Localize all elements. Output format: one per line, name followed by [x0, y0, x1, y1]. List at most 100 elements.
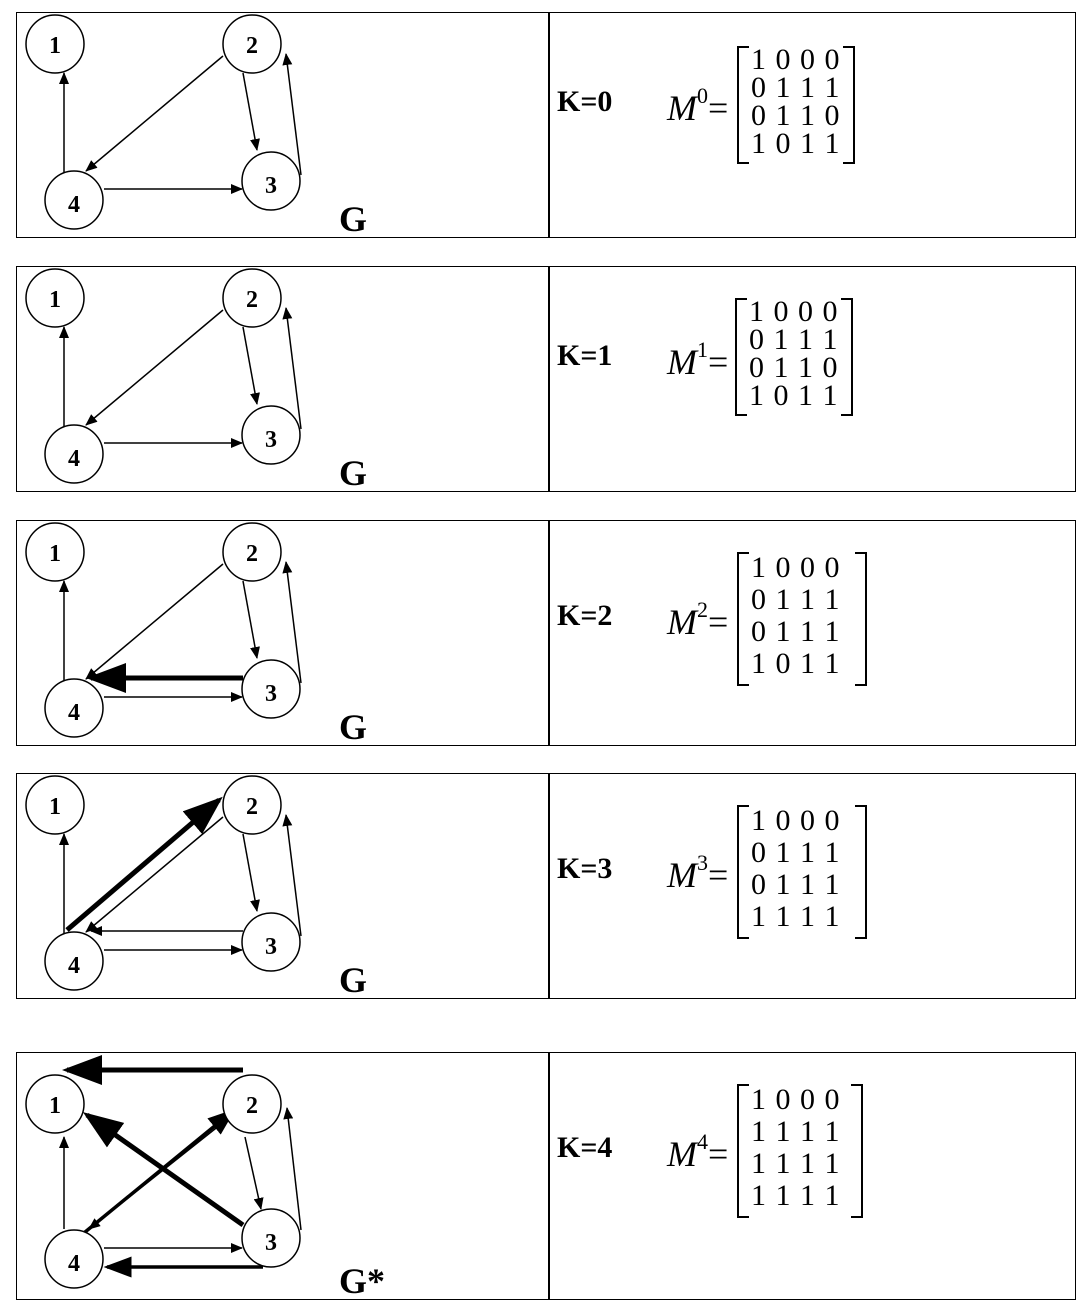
node-4-label: 4 [68, 192, 80, 218]
panel-divider [548, 521, 550, 745]
edge-2-3 [242, 72, 260, 151]
matrix-row: 0 1 1 1 [751, 71, 841, 104]
matrix-row: 1 0 1 1 [751, 647, 841, 680]
matrix-row: 0 1 1 0 [749, 351, 839, 384]
node-1-label: 1 [49, 287, 61, 313]
node-3-label: 3 [265, 173, 277, 199]
node-4 [44, 424, 104, 484]
edge-2-4 [85, 816, 224, 933]
graph-label: G [339, 707, 367, 747]
matrix-row: 1 0 1 1 [749, 379, 839, 412]
matrix-row: 1 0 0 0 [751, 43, 841, 76]
matrix-equals: = [708, 602, 729, 642]
node-4-label: 4 [68, 953, 80, 979]
matrix-symbol: M [667, 88, 697, 128]
highlighted-edge-4-2 [65, 796, 223, 932]
edge-3-2 [282, 561, 302, 684]
matrix-row: 1 1 1 1 [751, 1147, 841, 1180]
edge-2-4 [85, 55, 224, 172]
matrix-exponent: 1 [697, 337, 708, 362]
matrix-name: M4= [667, 1129, 729, 1175]
graph-diagram: 1 2 3 4 G* [25, 1055, 385, 1301]
node-3 [241, 151, 301, 211]
node-1 [25, 522, 85, 582]
adjacency-matrix: 1 0 0 0 0 1 1 1 0 1 1 1 1 1 1 1 [737, 805, 867, 939]
node-4 [44, 678, 104, 738]
panel-k2: 1 2 3 4 G K=2 M2= 1 0 0 0 0 1 1 1 0 1 1 … [16, 520, 1076, 747]
k-label: K=0 [557, 85, 613, 118]
graph-diagram: 1 2 3 4 G [25, 775, 367, 1000]
panel-k0: 1 2 3 4 G K=0 M0= 1 0 0 0 0 1 1 1 0 1 1 … [16, 12, 1076, 239]
edge-2-4 [85, 563, 224, 680]
matrix-row: 0 1 1 1 [749, 323, 839, 356]
edge-2-3 [244, 1136, 264, 1210]
adjacency-matrix: 1 0 0 0 0 1 1 1 0 1 1 1 1 0 1 1 [737, 552, 867, 686]
node-4-label: 4 [68, 446, 80, 472]
matrix-equals: = [708, 1134, 729, 1174]
adjacency-matrix: 1 0 0 0 1 1 1 1 1 1 1 1 1 1 1 1 [737, 1084, 863, 1218]
node-4-label: 4 [68, 1251, 80, 1277]
node-4 [44, 1229, 104, 1289]
matrix-equals: = [708, 855, 729, 895]
matrix-equals: = [708, 88, 729, 128]
edge-3-2 [282, 53, 302, 176]
matrix-symbol: M [667, 855, 697, 895]
k-label: K=4 [557, 1131, 613, 1164]
node-3 [241, 1208, 301, 1268]
edge-3-2 [283, 1107, 302, 1231]
graph-diagram: 1 2 3 4 G [25, 14, 367, 239]
node-1 [25, 1074, 85, 1134]
edge-2-3 [242, 326, 260, 405]
edge-3-2 [282, 307, 302, 430]
graph-label: G [339, 199, 367, 239]
matrix-row: 1 1 1 1 [751, 1115, 841, 1148]
node-2 [222, 775, 282, 835]
graph-label: G* [339, 1261, 385, 1301]
node-1-label: 1 [49, 794, 61, 820]
matrix-row: 1 0 0 0 [751, 1083, 841, 1116]
k-label: K=2 [557, 599, 613, 632]
node-4 [44, 931, 104, 991]
adjacency-matrix: 1 0 0 0 0 1 1 1 0 1 1 0 1 0 1 1 [737, 43, 855, 164]
matrix-exponent: 3 [697, 850, 708, 875]
node-3 [241, 405, 301, 465]
node-3 [241, 659, 301, 719]
matrix-symbol: M [667, 1134, 697, 1174]
matrix-name: M1= [667, 337, 728, 383]
panel-divider [548, 267, 550, 491]
matrix-symbol: M [667, 342, 697, 382]
highlighted-edge-4-2 [77, 1108, 236, 1239]
panel-divider [548, 13, 550, 237]
node-2-label: 2 [246, 33, 258, 59]
node-3-label: 3 [265, 427, 277, 453]
graph-diagram: 1 2 3 4 G [25, 268, 367, 493]
matrix-exponent: 2 [697, 597, 708, 622]
node-2 [222, 268, 282, 328]
edge-3-2 [282, 814, 302, 937]
graph-label: G [339, 960, 367, 1000]
node-2 [222, 14, 282, 74]
matrix-exponent: 0 [697, 83, 708, 108]
node-1-label: 1 [49, 541, 61, 567]
matrix-row: 1 0 0 0 [751, 551, 841, 584]
matrix-row: 0 1 1 1 [751, 583, 841, 616]
matrix-row: 0 1 1 1 [751, 868, 841, 901]
node-2 [222, 1074, 282, 1134]
node-3-label: 3 [265, 1230, 277, 1256]
node-1-label: 1 [49, 33, 61, 59]
node-2-label: 2 [246, 794, 258, 820]
node-3 [241, 912, 301, 972]
panel-k1: 1 2 3 4 G K=1 M1= 1 0 0 0 0 1 1 1 0 1 1 … [16, 266, 1076, 493]
matrix-exponent: 4 [697, 1129, 708, 1154]
adjacency-matrix: 1 0 0 0 0 1 1 1 0 1 1 0 1 0 1 1 [735, 297, 853, 416]
node-4-label: 4 [68, 700, 80, 726]
edge-2-3 [242, 833, 260, 912]
graph-diagram: 1 2 3 4 G [25, 522, 367, 747]
node-1 [25, 268, 85, 328]
graph-label: G [339, 453, 367, 493]
matrix-name: M0= [667, 83, 729, 129]
matrix-row: 1 1 1 1 [751, 1179, 841, 1212]
node-4 [44, 170, 104, 230]
matrix-name: M2= [667, 597, 729, 643]
matrix-row: 1 1 1 1 [751, 900, 841, 933]
